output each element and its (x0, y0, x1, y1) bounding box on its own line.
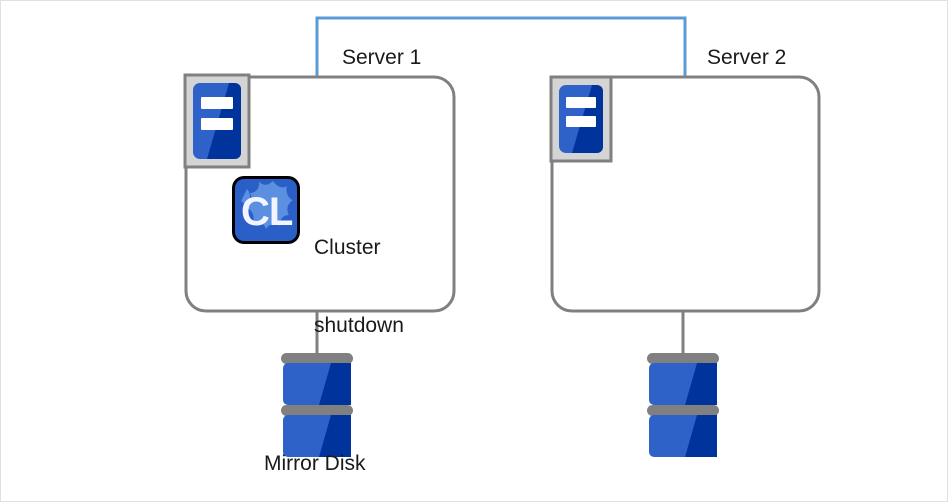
interconnect-link (315, 16, 687, 77)
server-1-label: Server 1 (342, 46, 422, 69)
server-rack-icon-1 (183, 73, 251, 169)
cluster-shutdown-line-1: Cluster (314, 236, 381, 259)
server-2-box[interactable] (550, 75, 821, 313)
mirror-disk-icon-1[interactable] (281, 353, 353, 457)
svg-text:CL: CL (241, 190, 293, 234)
mirror-disk-icon-2[interactable] (647, 353, 719, 457)
mirror-disk-label: Mirror Disk (264, 452, 366, 475)
clusterpro-icon[interactable]: CL (232, 176, 300, 244)
server-2-label: Server 2 (707, 46, 787, 69)
server-1-box[interactable] (184, 75, 456, 313)
server-rack-icon-2 (549, 75, 613, 163)
cluster-shutdown-line-2: shutdown (314, 314, 404, 337)
cluster-shutdown-caption: Cluster shutdown (314, 183, 404, 391)
